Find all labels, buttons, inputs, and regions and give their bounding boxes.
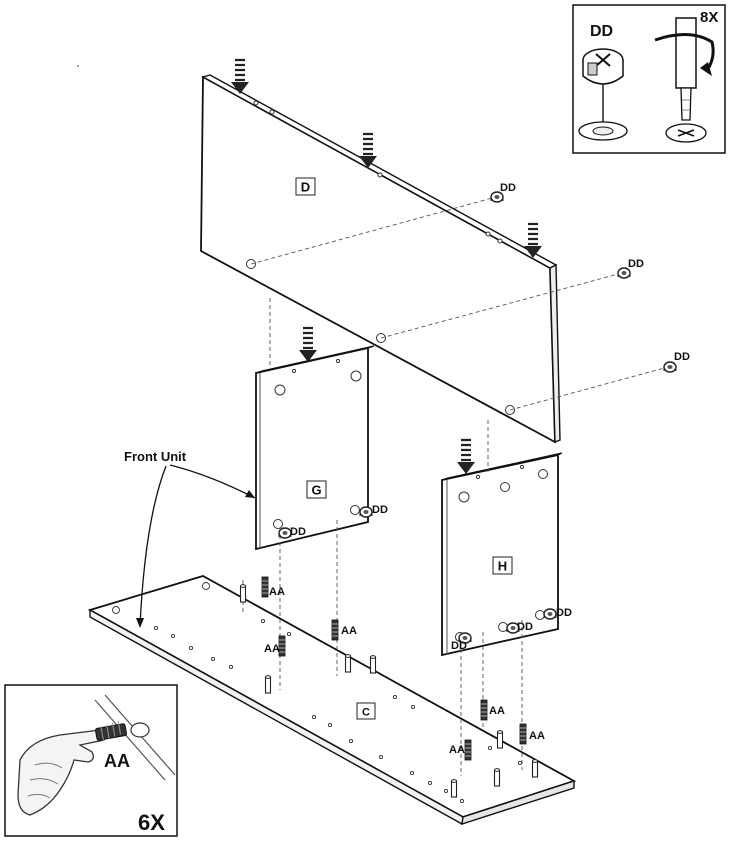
svg-text:DD: DD	[372, 504, 388, 516]
panel-d	[200, 74, 561, 444]
dd-callouts: DD DD DD DD DD DD DD DD	[290, 182, 690, 652]
cam-lock-icon	[578, 48, 628, 141]
svg-text:8X: 8X	[700, 9, 718, 26]
rotation-arrow-icon	[654, 33, 715, 76]
svg-text:DD: DD	[628, 258, 644, 270]
front-unit-callout: Front Unit	[124, 449, 256, 628]
svg-text:AA: AA	[341, 625, 357, 637]
panel-h	[441, 452, 563, 657]
aa-callouts: AA AA AA AA AA AA	[264, 586, 545, 756]
svg-text:DD: DD	[556, 607, 572, 619]
stray-mark	[77, 65, 79, 67]
svg-text:H: H	[498, 559, 507, 574]
svg-text:DD: DD	[290, 526, 306, 538]
svg-text:AA: AA	[529, 730, 545, 742]
panel-c-label: C	[356, 702, 376, 720]
panel-g-label: G	[306, 480, 327, 499]
dowel-icon	[95, 720, 127, 741]
svg-text:AA: AA	[449, 744, 465, 756]
panel-d-label: D	[295, 177, 316, 196]
svg-text:AA: AA	[269, 586, 285, 598]
svg-text:AA: AA	[104, 751, 130, 771]
panel-h-label: H	[492, 556, 513, 575]
svg-text:Front Unit: Front Unit	[124, 449, 187, 464]
svg-text:DD: DD	[451, 640, 467, 652]
svg-text:D: D	[301, 180, 310, 195]
svg-text:DD: DD	[500, 182, 516, 194]
panel-c	[87, 575, 577, 826]
svg-text:DD: DD	[517, 621, 533, 633]
dowel-inset: AA 6X	[4, 684, 178, 837]
svg-text:DD: DD	[674, 351, 690, 363]
cam-lock-inset: DD 8X	[572, 4, 726, 154]
board-edge-icon	[94, 694, 176, 781]
svg-text:C: C	[362, 707, 370, 719]
svg-text:G: G	[311, 483, 321, 498]
svg-text:DD: DD	[590, 23, 613, 40]
svg-text:AA: AA	[264, 643, 280, 655]
svg-text:6X: 6X	[138, 810, 165, 835]
panel-g	[255, 345, 375, 551]
svg-text:AA: AA	[489, 705, 505, 717]
hand-icon	[17, 729, 106, 816]
